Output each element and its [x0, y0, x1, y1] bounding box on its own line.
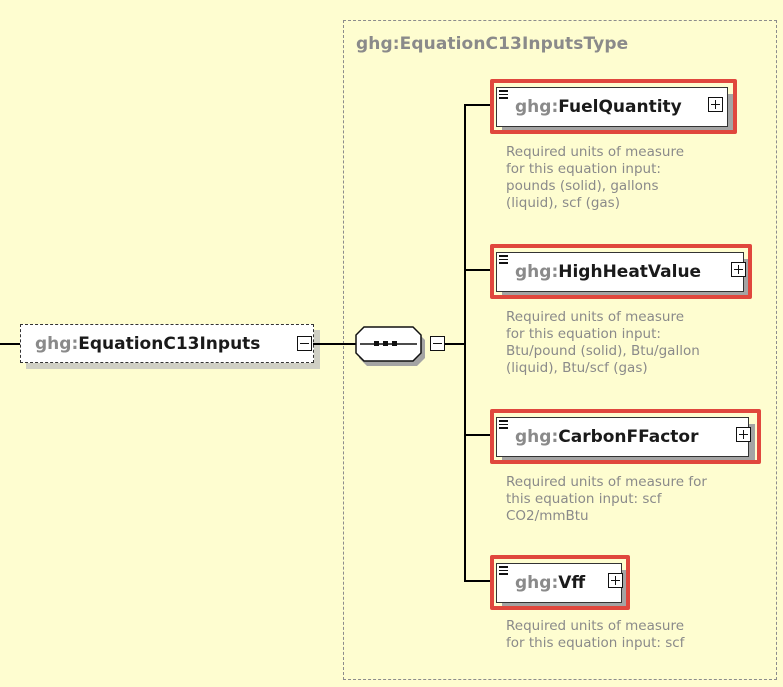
carbonffactor-highlight [490, 409, 761, 464]
highheatvalue-prefix: ghg: [515, 262, 559, 282]
vff-description: Required units of measure for this equat… [506, 618, 685, 651]
root-element-box[interactable]: ghg:EquationC13Inputs [20, 324, 314, 363]
fuelquantity-expand-icon[interactable] [708, 97, 723, 112]
root-element-name: EquationC13Inputs [78, 333, 261, 354]
children-trunk-line [464, 104, 466, 581]
fuelquantity-description: Required units of measure for this equat… [506, 144, 685, 211]
highheatvalue-expand-icon[interactable] [731, 262, 746, 277]
carbonffactor-description: Required units of measure for this equat… [506, 474, 707, 524]
branch-carbonffactor [464, 434, 494, 436]
fuelquantity-element-lines-icon [499, 90, 508, 101]
root-collapse-toggle-icon[interactable] [297, 336, 312, 351]
highheatvalue-name: HighHeatValue [558, 262, 702, 282]
vff-element[interactable]: ghg:Vff [496, 563, 622, 603]
sequence-compositor-icon[interactable] [355, 322, 430, 372]
highheatvalue-element[interactable]: ghg:HighHeatValue [496, 252, 744, 292]
vff-prefix: ghg: [515, 573, 559, 593]
vff-element-lines-icon [499, 566, 508, 577]
sequence-collapse-toggle-icon[interactable] [430, 336, 445, 351]
vff-name: Vff [558, 573, 586, 593]
fuelquantity-prefix: ghg: [515, 97, 559, 117]
carbonffactor-element[interactable]: ghg:CarbonFFactor [496, 417, 749, 457]
complex-type-container [343, 20, 777, 680]
highheatvalue-description: Required units of measure for this equat… [506, 309, 700, 376]
vff-highlight [490, 555, 630, 610]
fuelquantity-element[interactable]: ghg:FuelQuantity [496, 87, 728, 127]
carbonffactor-prefix: ghg: [515, 427, 559, 447]
root-to-sequence-connector [313, 343, 357, 345]
carbonffactor-element-lines-icon [499, 420, 508, 431]
highheatvalue-highlight [490, 244, 752, 299]
root-incoming-connector [0, 343, 20, 345]
complex-type-title: ghg:EquationC13InputsType [356, 34, 629, 54]
vff-expand-icon[interactable] [608, 573, 623, 588]
branch-fuelquantity [464, 104, 494, 106]
branch-vff [464, 580, 494, 582]
branch-highheatvalue [464, 269, 494, 271]
root-element-prefix: ghg: [35, 333, 79, 354]
carbonffactor-expand-icon[interactable] [736, 427, 751, 442]
highheatvalue-element-lines-icon [499, 255, 508, 266]
fuelquantity-highlight [490, 79, 737, 134]
carbonffactor-name: CarbonFFactor [558, 427, 699, 447]
sequence-to-children-connector [445, 343, 465, 345]
fuelquantity-name: FuelQuantity [558, 97, 682, 117]
